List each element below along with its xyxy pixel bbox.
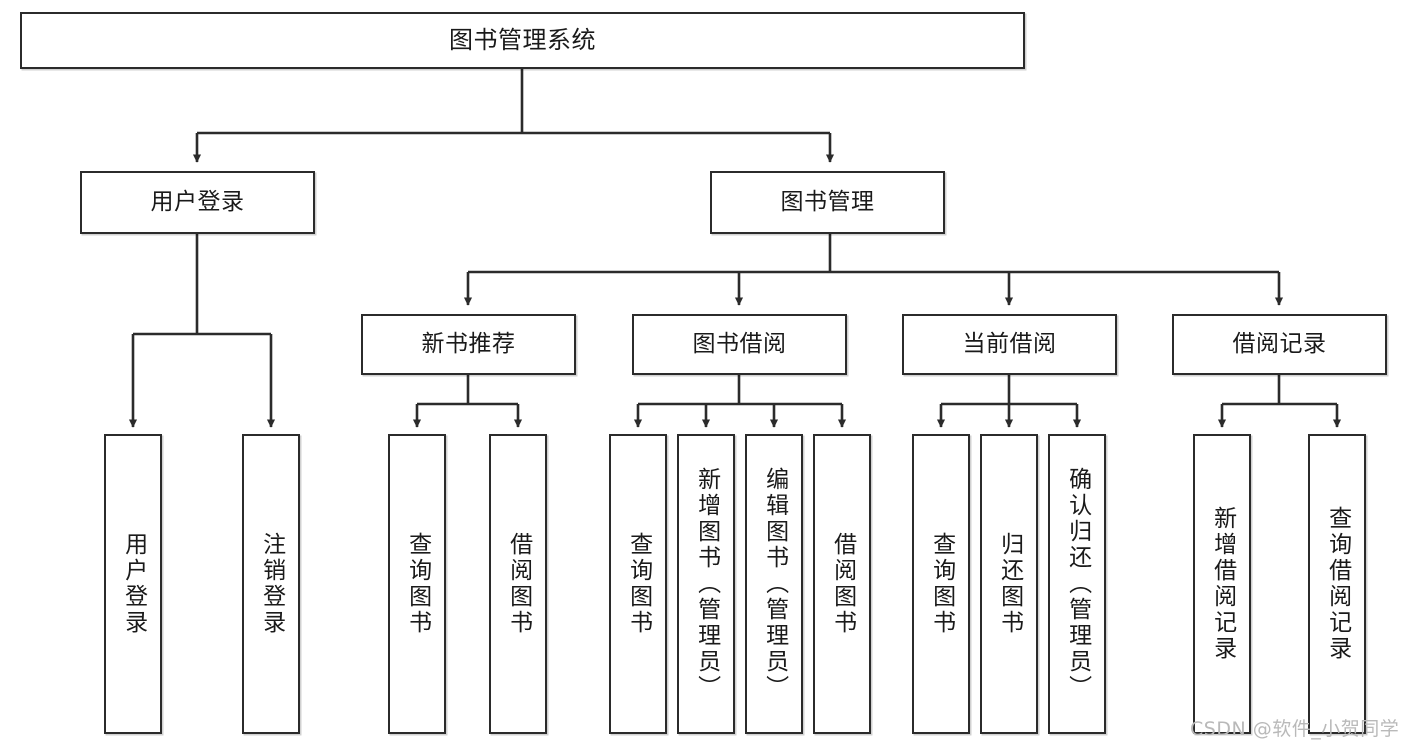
node-label: 查询图书 (625, 532, 652, 636)
node-leaf-query-book-borrow[interactable]: 查询图书 (609, 434, 667, 734)
node-leaf-user-logout[interactable]: 注销登录 (242, 434, 300, 734)
node-leaf-borrow-book[interactable]: 借阅图书 (813, 434, 871, 734)
node-label: 当前借阅 (962, 330, 1057, 357)
node-label: 借阅记录 (1232, 330, 1327, 357)
node-label: 查询图书 (404, 532, 431, 636)
node-label: 用户登录 (120, 532, 147, 636)
node-label: 图书借阅 (692, 330, 787, 357)
node-label: 图书管理 (780, 188, 875, 215)
node-label: 借阅图书 (829, 532, 856, 636)
node-current-borrow[interactable]: 当前借阅 (902, 314, 1117, 375)
node-leaf-query-book-current[interactable]: 查询图书 (912, 434, 970, 734)
node-label: 新增图书（管理员） (693, 467, 720, 701)
node-book-borrow[interactable]: 图书借阅 (632, 314, 847, 375)
node-leaf-query-borrow-record[interactable]: 查询借阅记录 (1308, 434, 1366, 734)
node-label: 查询借阅记录 (1324, 506, 1351, 662)
node-label: 用户登录 (150, 188, 245, 215)
node-user-login[interactable]: 用户登录 (80, 171, 315, 234)
node-label: 确认归还（管理员） (1064, 467, 1091, 701)
node-root-book-management-system[interactable]: 图书管理系统 (20, 12, 1025, 69)
node-label: 新增借阅记录 (1209, 506, 1236, 662)
node-label: 注销登录 (258, 532, 285, 636)
node-leaf-borrow-book-recommend[interactable]: 借阅图书 (489, 434, 547, 734)
node-label: 编辑图书（管理员） (761, 467, 788, 701)
node-label: 查询图书 (928, 532, 955, 636)
node-leaf-add-borrow-record[interactable]: 新增借阅记录 (1193, 434, 1251, 734)
node-leaf-return-book[interactable]: 归还图书 (980, 434, 1038, 734)
node-book-management[interactable]: 图书管理 (710, 171, 945, 234)
node-new-book-recommend[interactable]: 新书推荐 (361, 314, 576, 375)
node-leaf-edit-book-admin[interactable]: 编辑图书（管理员） (745, 434, 803, 734)
node-leaf-user-login[interactable]: 用户登录 (104, 434, 162, 734)
node-leaf-query-book-recommend[interactable]: 查询图书 (388, 434, 446, 734)
node-leaf-add-book-admin[interactable]: 新增图书（管理员） (677, 434, 735, 734)
node-label: 图书管理系统 (449, 26, 596, 55)
node-label: 借阅图书 (505, 532, 532, 636)
node-label: 新书推荐 (421, 330, 516, 357)
node-leaf-confirm-return-admin[interactable]: 确认归还（管理员） (1048, 434, 1106, 734)
node-borrow-record[interactable]: 借阅记录 (1172, 314, 1387, 375)
csdn-watermark: CSDN @软件_小贺同学 (1190, 718, 1400, 740)
node-label: 归还图书 (996, 532, 1023, 636)
